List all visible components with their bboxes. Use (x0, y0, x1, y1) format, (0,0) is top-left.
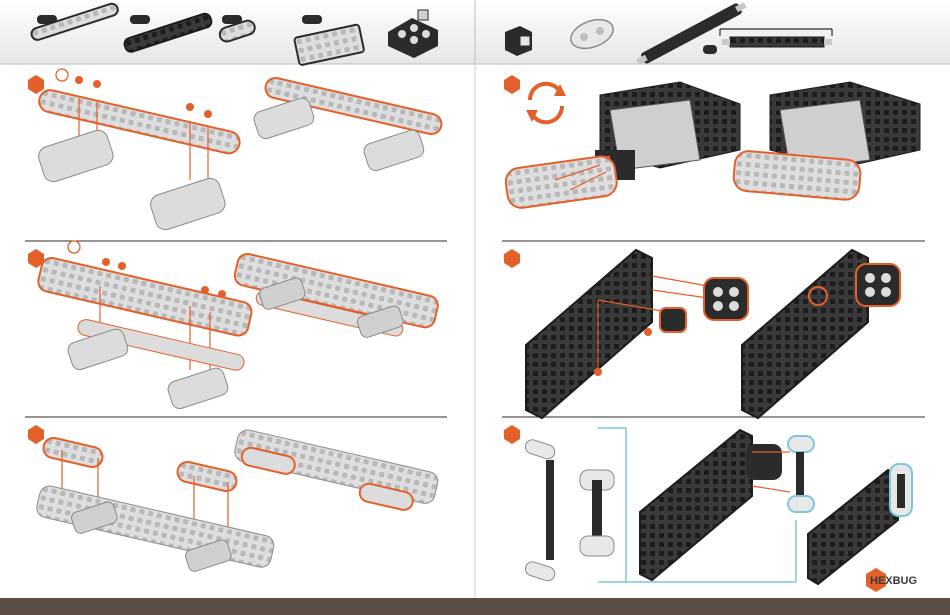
corner-block (704, 278, 748, 320)
step-left-2-diagram (36, 241, 439, 411)
count-badge (130, 15, 150, 24)
step-right-1-diagram (504, 82, 920, 210)
step-right-2-diagram (526, 250, 900, 418)
rotate-icon (526, 84, 566, 123)
step-left-1-diagram (36, 69, 443, 232)
step-badge-right-1 (504, 75, 520, 94)
brand-name: HEXBUG (870, 575, 917, 587)
step-badge-right-3 (504, 425, 520, 444)
count-badge (703, 45, 717, 54)
connector-block-part-icon (505, 26, 532, 56)
step-badge-right-2 (504, 249, 520, 268)
connector-block (660, 308, 686, 332)
brand-logo: HEXBUG (866, 568, 917, 592)
step-badge-left-1 (28, 75, 44, 94)
parts-strip (0, 0, 950, 67)
step-left-3-diagram (35, 428, 440, 573)
count-badge (302, 15, 322, 24)
step-badge-left-3 (28, 425, 44, 444)
footer-bar (0, 598, 950, 615)
step-right-3-diagram (524, 428, 912, 584)
